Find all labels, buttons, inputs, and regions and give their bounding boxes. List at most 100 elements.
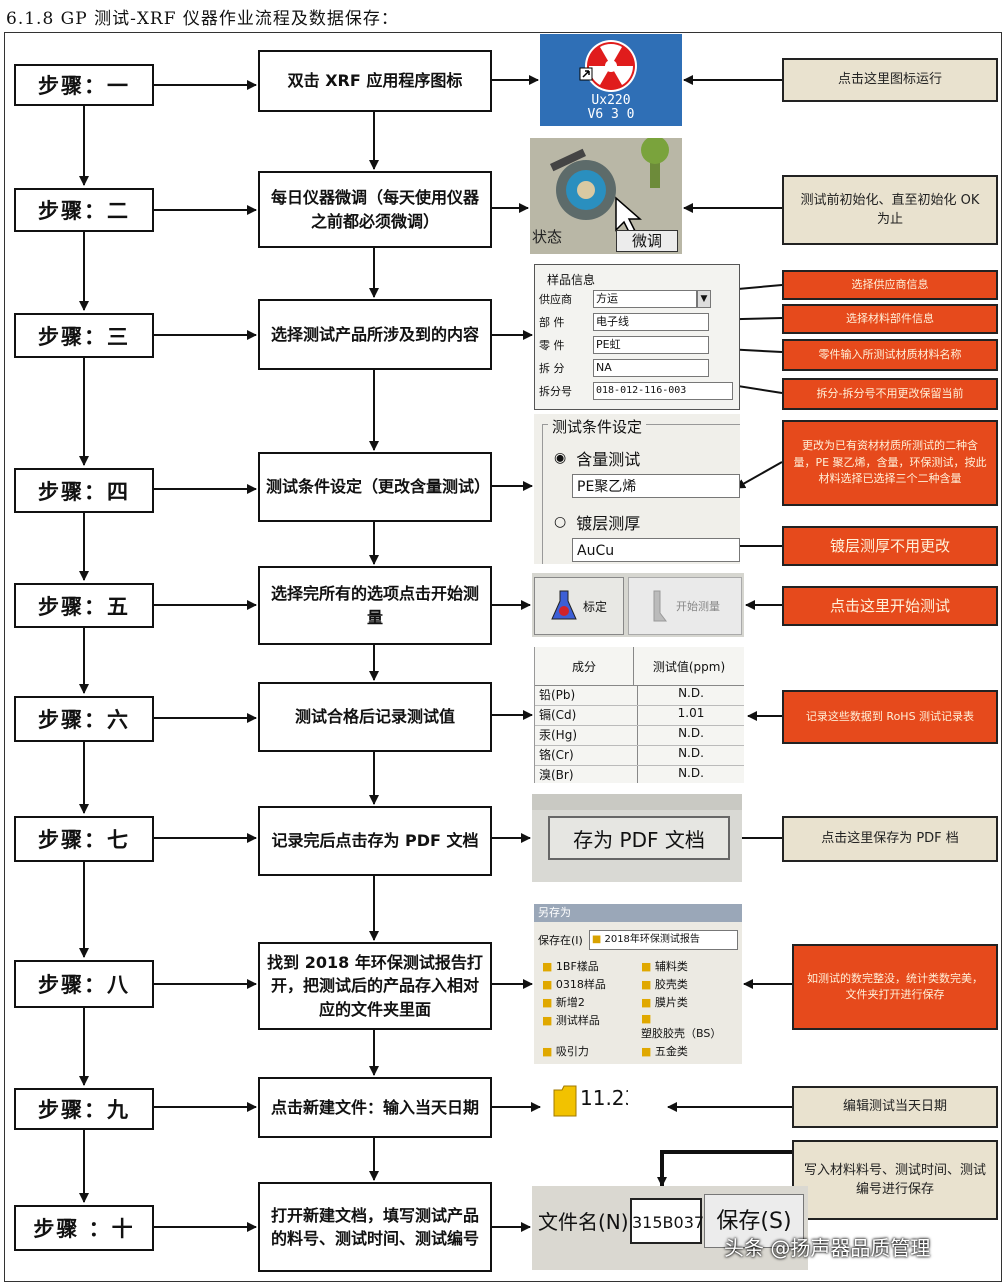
shot-save-pdf: 存为 PDF 文档 <box>532 794 742 882</box>
action-6: 测试合格后记录测试值 <box>258 682 492 752</box>
step-7: 步骤：七 <box>14 816 154 862</box>
element-cell: 溴(Br) <box>535 766 638 783</box>
action-8: 找到 2018 年环保测试报告打开，把测试后的产品存入相对应的文件夹里面 <box>258 942 492 1030</box>
start-measure-button[interactable]: 开始测量 <box>628 577 742 635</box>
folder-item[interactable]: ■ 吸引力 <box>542 1045 589 1058</box>
new-folder-name[interactable]: 11.23 <box>580 1086 628 1110</box>
status-label: 状态 <box>532 228 563 246</box>
action-4: 测试条件设定（更改含量测试） <box>258 452 492 522</box>
save-pdf-button[interactable]: 存为 PDF 文档 <box>548 816 730 860</box>
value-cell: N.D. <box>678 726 704 740</box>
table-row: 铅(Pb) N.D. <box>535 686 744 706</box>
folder-item[interactable]: ■ 五金类 <box>641 1045 688 1058</box>
save-button[interactable]: 保存(S) <box>704 1194 804 1248</box>
radio-unchecked-icon[interactable]: ○ <box>554 514 567 530</box>
action-9: 点击新建文件：输入当天日期 <box>258 1077 492 1138</box>
note-step-5: 点击这里开始测试 <box>782 586 998 626</box>
table-row: 溴(Br) N.D. <box>535 766 744 783</box>
app-version: V6 3 0 <box>587 107 635 122</box>
gear-icon <box>549 138 669 236</box>
shot-app-icon: Ux220 V6 3 0 <box>540 34 682 126</box>
filename-label: 文件名(N) <box>538 1210 629 1234</box>
action-5: 选择完所有的选项点击开始测量 <box>258 566 492 645</box>
element-cell: 镉(Cd) <box>535 706 638 725</box>
value-cell: N.D. <box>678 766 704 780</box>
supplier-select[interactable]: 方运 <box>593 289 697 308</box>
row-label: 拆 分 <box>539 361 565 375</box>
shot-results: 成分 测试值(ppm) 铅(Pb) N.D. 镉(Cd) 1.01 汞(Hg) … <box>534 647 744 783</box>
folder-item[interactable]: ■ 膜片类 <box>641 996 688 1009</box>
plating-option[interactable]: 镀层测厚 <box>576 514 641 533</box>
probe-icon <box>653 590 667 622</box>
table-row: 汞(Hg) N.D. <box>535 726 744 746</box>
calibration-label: 标定 <box>582 599 607 614</box>
row-label: 拆分号 <box>539 384 572 398</box>
plating-select[interactable]: AuCu <box>572 538 740 562</box>
note-step-1: 点击这里图标运行 <box>782 58 998 102</box>
value-cell: N.D. <box>678 686 704 700</box>
note-step-6: 记录这些数据到 RoHS 测试记录表 <box>782 690 998 744</box>
element-cell: 铅(Pb) <box>535 686 638 705</box>
note-step-4-content: 更改为已有资材材质所测试的二种含量，PE 聚乙烯，含量，环保测试，按此材料选择已… <box>782 420 998 506</box>
cursor-icon <box>615 196 642 236</box>
action-1: 双击 XRF 应用程序图标 <box>258 50 492 112</box>
element-cell: 铬(Cr) <box>535 746 638 765</box>
step-2: 步骤：二 <box>14 188 154 232</box>
component-field[interactable]: PE虹 <box>593 335 709 354</box>
step-10: 步骤 ：十 <box>14 1205 154 1251</box>
note-step-7: 点击这里保存为 PDF 档 <box>782 816 998 862</box>
action-2: 每日仪器微调（每天使用仪器之前都必须微调） <box>258 171 492 248</box>
folder-item[interactable]: ■ 塑胶胶壳（BS） <box>641 1012 722 1040</box>
note-step-4-plating: 镀层测厚不用更改 <box>782 526 998 566</box>
part-field[interactable]: 电子线 <box>593 312 709 331</box>
folder-item[interactable]: ■ 1BF樣品 <box>542 960 599 973</box>
action-3: 选择测试产品所涉及到的内容 <box>258 299 492 370</box>
note-step-3-part: 选择材料部件信息 <box>782 304 998 334</box>
row-label: 零 件 <box>539 338 565 352</box>
shot-calibrate: 状态 微调 <box>530 138 682 254</box>
note-step-3-split: 拆分-拆分号不用更改保留当前 <box>782 378 998 410</box>
step-3: 步骤：三 <box>14 313 154 358</box>
diagram-frame <box>4 32 1002 1282</box>
dialog-title: 另存为 <box>534 904 742 922</box>
save-in-label: 保存在(I) <box>538 934 583 947</box>
filename-input[interactable]: 315B0371 <box>630 1198 714 1244</box>
step-4: 步骤：四 <box>14 468 154 513</box>
calibration-button[interactable]: 标定 <box>534 577 624 635</box>
content-test-select[interactable]: PE聚乙烯 <box>572 474 740 498</box>
shot-test-conditions: 测试条件设定 ◉ 含量测试 PE聚乙烯 ○ 镀层测厚 AuCu <box>534 414 740 564</box>
step-8: 步骤：八 <box>14 960 154 1008</box>
content-test-option[interactable]: 含量测试 <box>576 450 641 469</box>
split-field[interactable]: NA <box>593 358 709 377</box>
note-step-3-supplier: 选择供应商信息 <box>782 270 998 300</box>
row-label: 部 件 <box>539 315 565 329</box>
calibrate-button[interactable]: 微调 <box>616 230 678 252</box>
folder-icon[interactable] <box>552 1084 578 1118</box>
save-in-value: 2018年环保测试报告 <box>604 934 700 945</box>
folder-item[interactable]: ■ 辅料类 <box>641 960 688 973</box>
shot-filename: 文件名(N) 315B0371 保存(S) <box>532 1186 808 1270</box>
xrf-app-icon[interactable] <box>540 34 682 126</box>
chevron-down-icon[interactable]: ▼ <box>697 289 711 308</box>
note-step-2: 测试前初始化、直至初始化 OK 为止 <box>782 175 998 245</box>
sample-info-rows: 供应商 方运 ▼ 部 件 电子线 零 件 PE虹 拆 分 NA 拆分号 018-… <box>539 287 735 402</box>
folder-item[interactable]: ■ 测试样品 <box>542 1014 600 1027</box>
page-heading: 6.1.8 GP 测试-XRF 仪器作业流程及数据保存： <box>6 9 399 29</box>
step-1: 步骤：一 <box>14 64 154 106</box>
note-step-8: 如测试的数完整没，统计类数完美，文件夹打开进行保存 <box>792 944 998 1030</box>
shot-new-folder: 11.23 <box>548 1080 628 1122</box>
note-step-9: 编辑测试当天日期 <box>792 1086 998 1128</box>
step-5: 步骤：五 <box>14 583 154 628</box>
step-6: 步骤：六 <box>14 696 154 742</box>
watermark: 头条 @扬声器品质管理 <box>724 1236 931 1260</box>
column-header: 成分 <box>535 647 634 685</box>
value-cell: 1.01 <box>677 706 705 720</box>
folder-item[interactable]: ■ 0318样品 <box>542 978 606 991</box>
save-in-select[interactable]: ■ 2018年环保测试报告 <box>588 930 738 950</box>
folder-item[interactable]: ■ 新增2 <box>542 996 585 1009</box>
element-cell: 汞(Hg) <box>535 726 638 745</box>
split-number-field[interactable]: 018-012-116-003 <box>593 381 733 400</box>
column-header: 测试值(ppm) <box>652 659 726 674</box>
folder-item[interactable]: ■ 胶壳类 <box>641 978 688 991</box>
radio-checked-icon[interactable]: ◉ <box>554 450 567 466</box>
